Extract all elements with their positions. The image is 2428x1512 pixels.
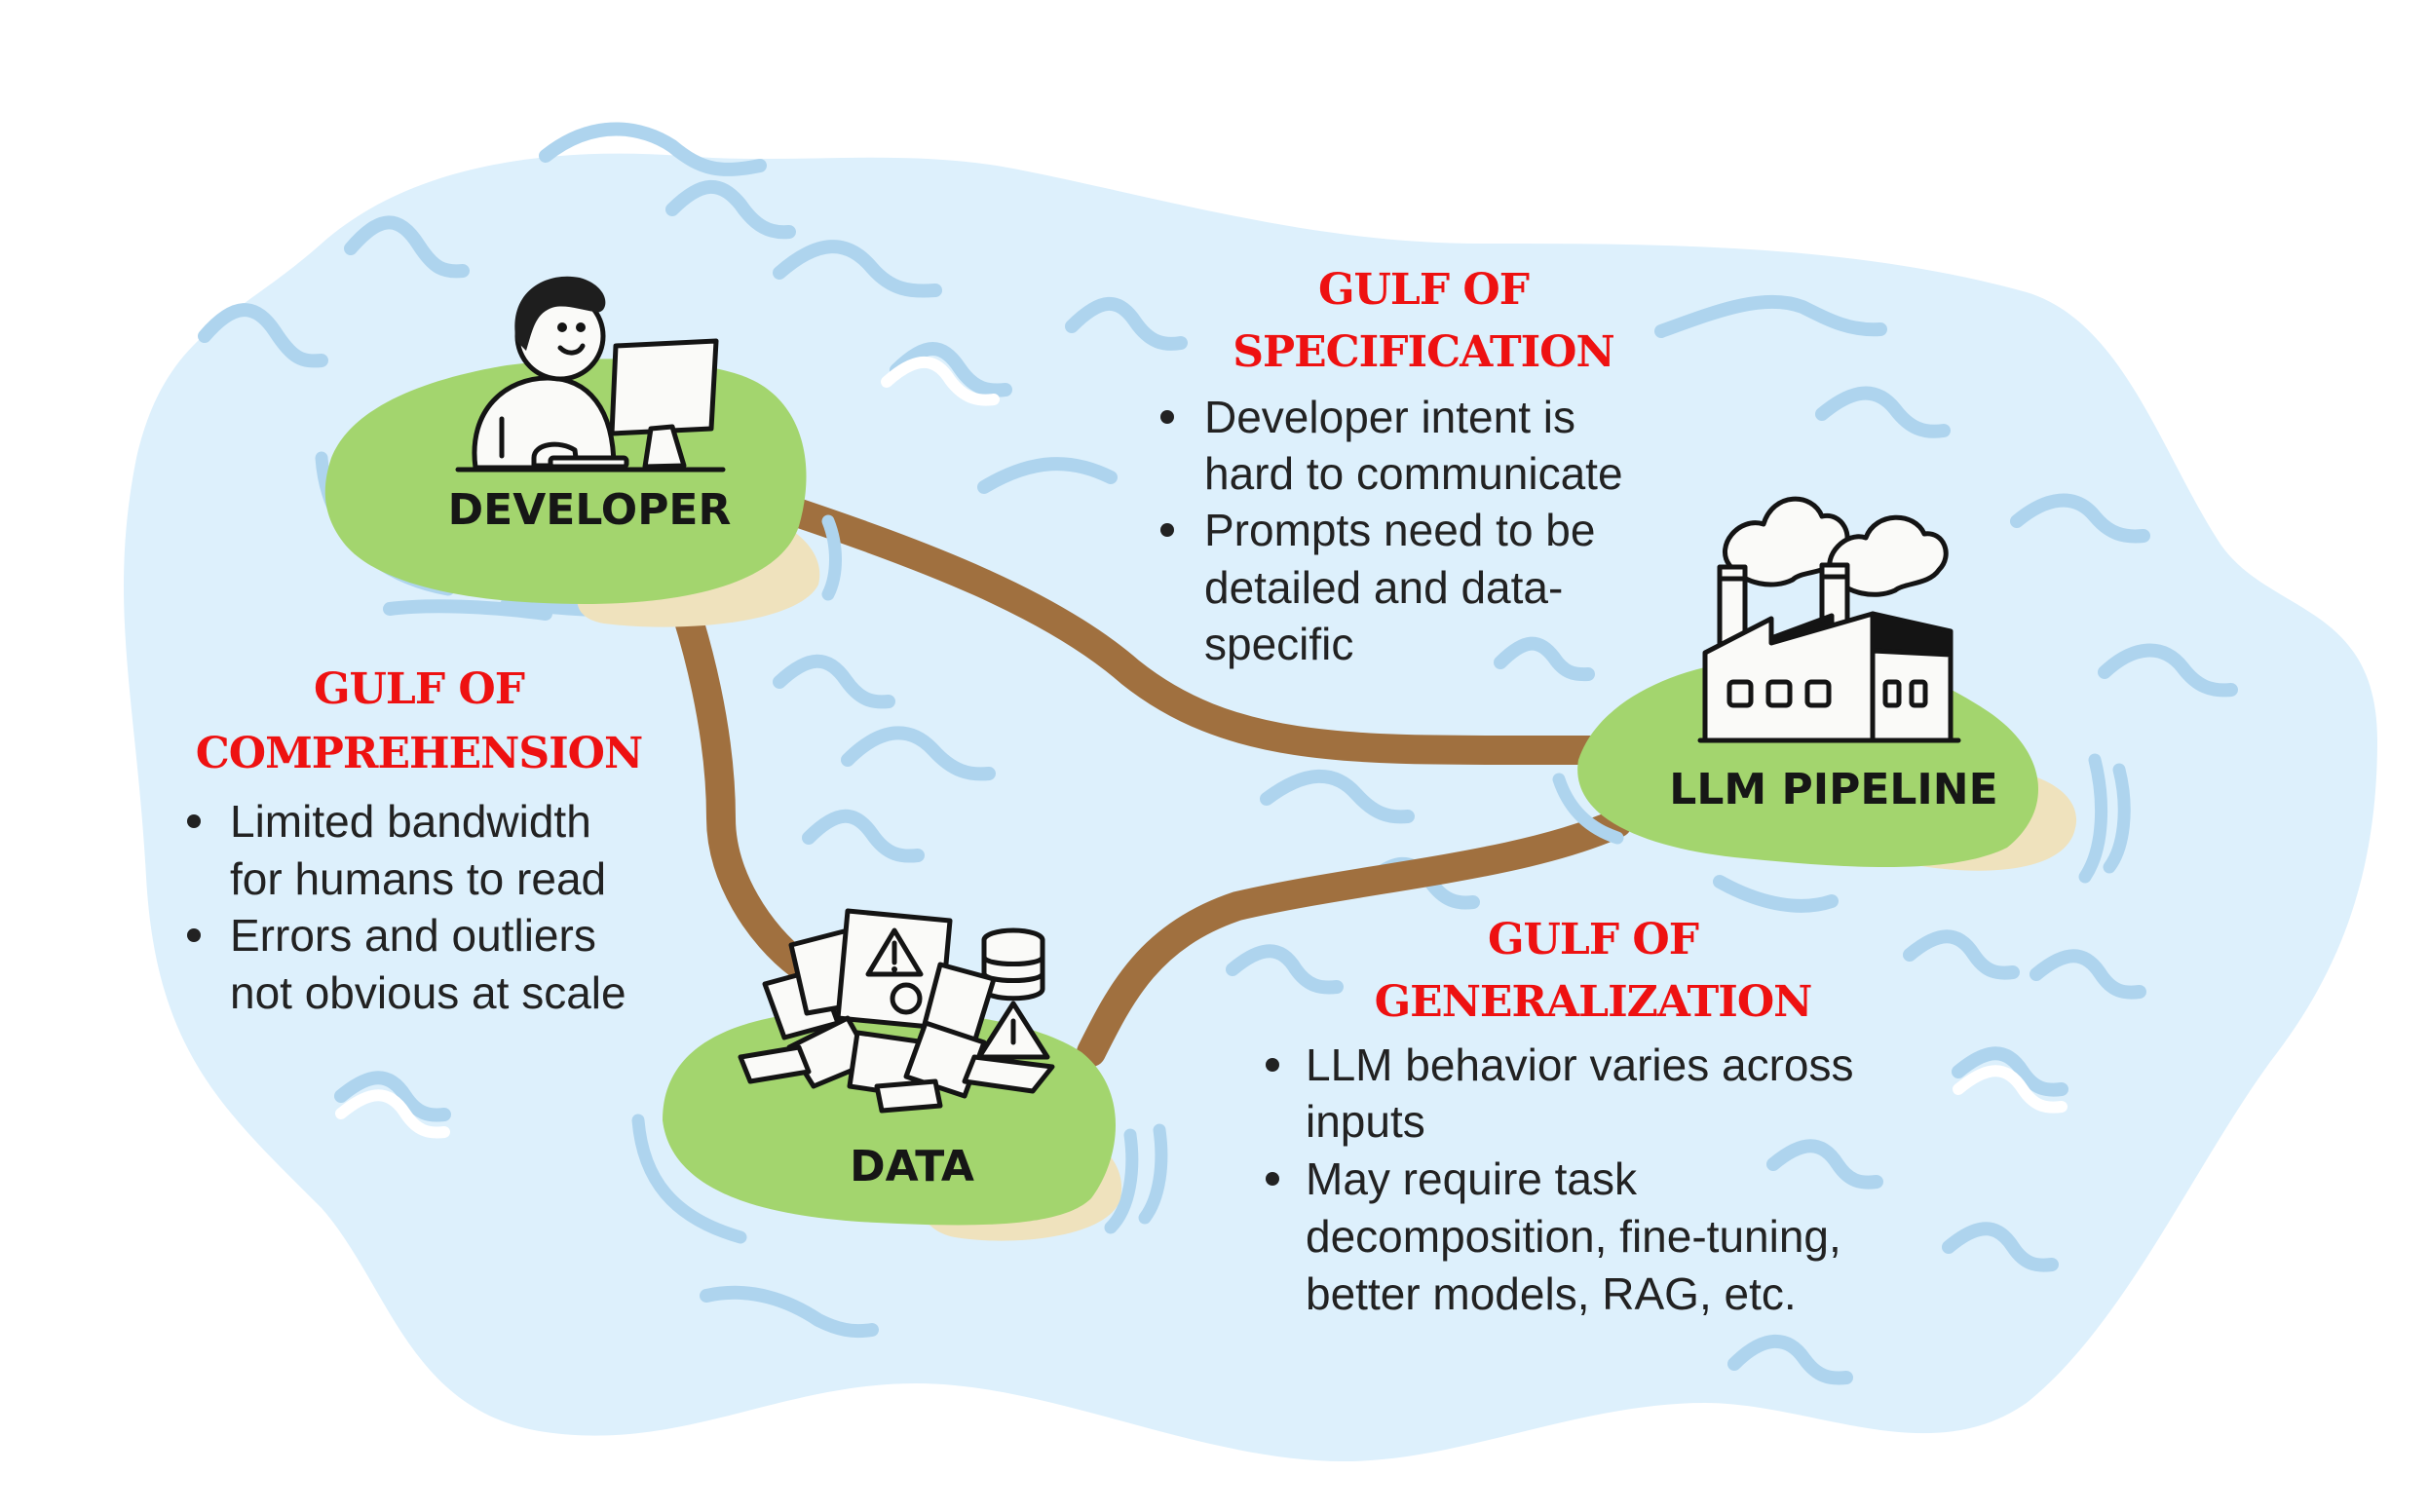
island-label-developer: DEVELOPER [448,485,732,535]
bullet-icon [187,928,201,942]
gulf-specification-bullet-2-line-2: detailed and data- [1204,562,1563,613]
gulf-generalization: GULF OF GENERALIZATION LLM behavior vari… [1266,915,1853,1319]
gulf-comprehension-title-line1: GULF OF [314,664,525,714]
island-llm-pipeline[interactable]: LLM PIPELINE [1552,496,2131,884]
gulf-specification: GULF OF SPECIFICATION Developer intent i… [1160,265,1623,669]
gulf-generalization-bullet-2-line-3: better models, RAG, etc. [1306,1268,1797,1319]
gulf-comprehension-bullet-2-line-1: Errors and outliers [230,910,596,961]
gulf-generalization-bullet-2-line-1: May require task [1306,1153,1638,1204]
gulf-specification-bullet-2-line-1: Prompts need to be [1204,505,1595,555]
island-data[interactable]: DATA [631,908,1168,1244]
gulf-comprehension-bullet-1-line-2: for humans to read [230,853,606,904]
island-label-llm-pipeline: LLM PIPELINE [1669,765,1997,814]
bullet-icon [1266,1058,1279,1072]
developer-at-computer-icon [455,276,726,472]
gulf-comprehension-bullet-1-line-1: Limited bandwidth [230,796,591,847]
gulf-generalization-title-line1: GULF OF [1488,915,1699,964]
island-label-data: DATA [850,1142,974,1191]
water-waves [198,122,2238,1385]
gulf-comprehension-bullet-2-line-2: not obvious at scale [230,967,626,1018]
bullet-icon [1160,523,1174,537]
gulf-specification-title-line1: GULF OF [1318,265,1530,315]
bullet-icon [1266,1172,1279,1186]
gulf-specification-title-line2: SPECIFICATION [1233,327,1613,377]
island-developer[interactable]: DEVELOPER [315,276,842,627]
bullet-icon [1160,410,1174,424]
path-developer-to-llm-pipeline [765,492,1638,765]
gulf-generalization-title-line2: GENERALIZATION [1375,977,1812,1027]
gulf-comprehension: GULF OF COMPREHENSION Limited bandwidth … [187,664,643,1018]
gulf-specification-bullet-1-line-2: hard to communicate [1204,448,1623,499]
gulf-generalization-bullet-1-line-2: inputs [1306,1096,1425,1147]
gulf-generalization-bullet-2-line-2: decomposition, fine-tuning, [1306,1211,1841,1262]
gulf-specification-bullet-2-line-3: specific [1204,619,1353,669]
bullet-icon [187,814,201,828]
gulf-specification-bullet-1-line-1: Developer intent is [1204,392,1575,442]
path-data-to-llm-pipeline [1077,809,1632,1067]
gulf-generalization-bullet-1-line-1: LLM behavior varies across [1306,1040,1853,1090]
factory-icon [1697,496,1961,743]
document-pile-icon [738,908,1055,1114]
gulf-comprehension-title-line2: COMPREHENSION [196,729,642,778]
